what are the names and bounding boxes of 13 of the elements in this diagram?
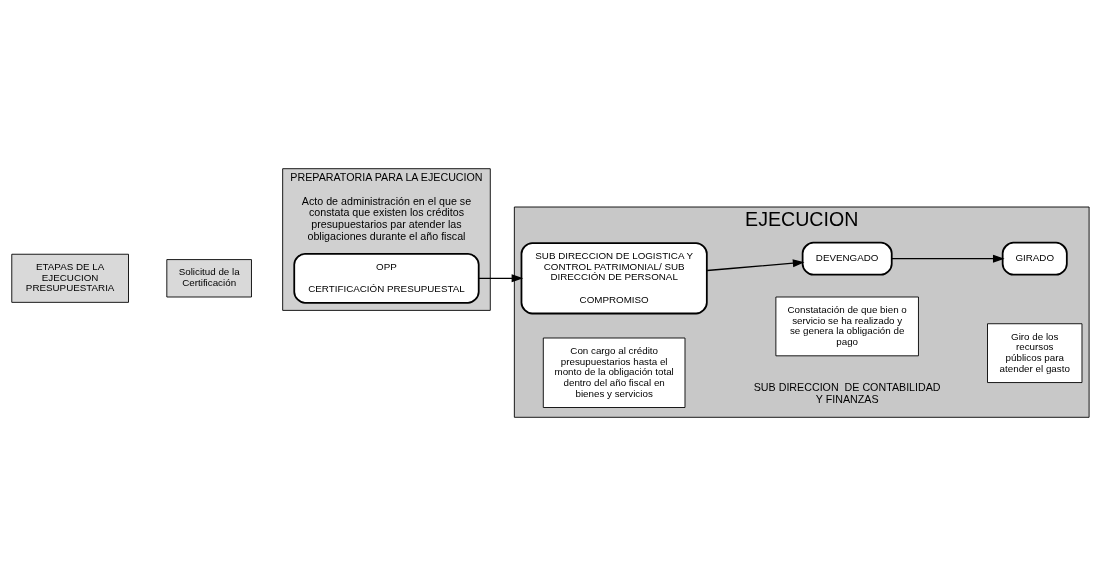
arrow — [891, 254, 1005, 263]
node-box: SUB DIRECCION DE LOGISTICA Y CONTROL PATRIMONIAL/ SUB DIRECCIÓN DE PERSONAL COMPROMISO — [520, 242, 708, 315]
arrow — [706, 259, 805, 272]
node-box: ETAPAS DE LA EJECUCION PRESUPUESTARIA — [11, 253, 129, 303]
node-box: Con cargo al crédito presupuestarios hasta el monto de la obligación total dentro del año fiscal en bienes y servicios — [542, 337, 686, 408]
arrow — [478, 274, 524, 283]
node-box: DEVENGADO — [801, 241, 893, 276]
node-box: GIRADO — [1001, 241, 1068, 276]
label: SUB DIRECCION DE CONTABILIDAD Y FINANZAS — [753, 381, 941, 405]
node-box: OPP CERTIFICACIÓN PRESUPUESTAL — [293, 252, 480, 304]
node-box: Solicitud de la Certificación — [166, 259, 252, 298]
node-box: Giro de los recursos públicos para atender el gasto — [987, 323, 1083, 383]
node-box: Constatación de que bien o servicio se ha realizado y se genera la obligación de pago — [775, 296, 919, 357]
